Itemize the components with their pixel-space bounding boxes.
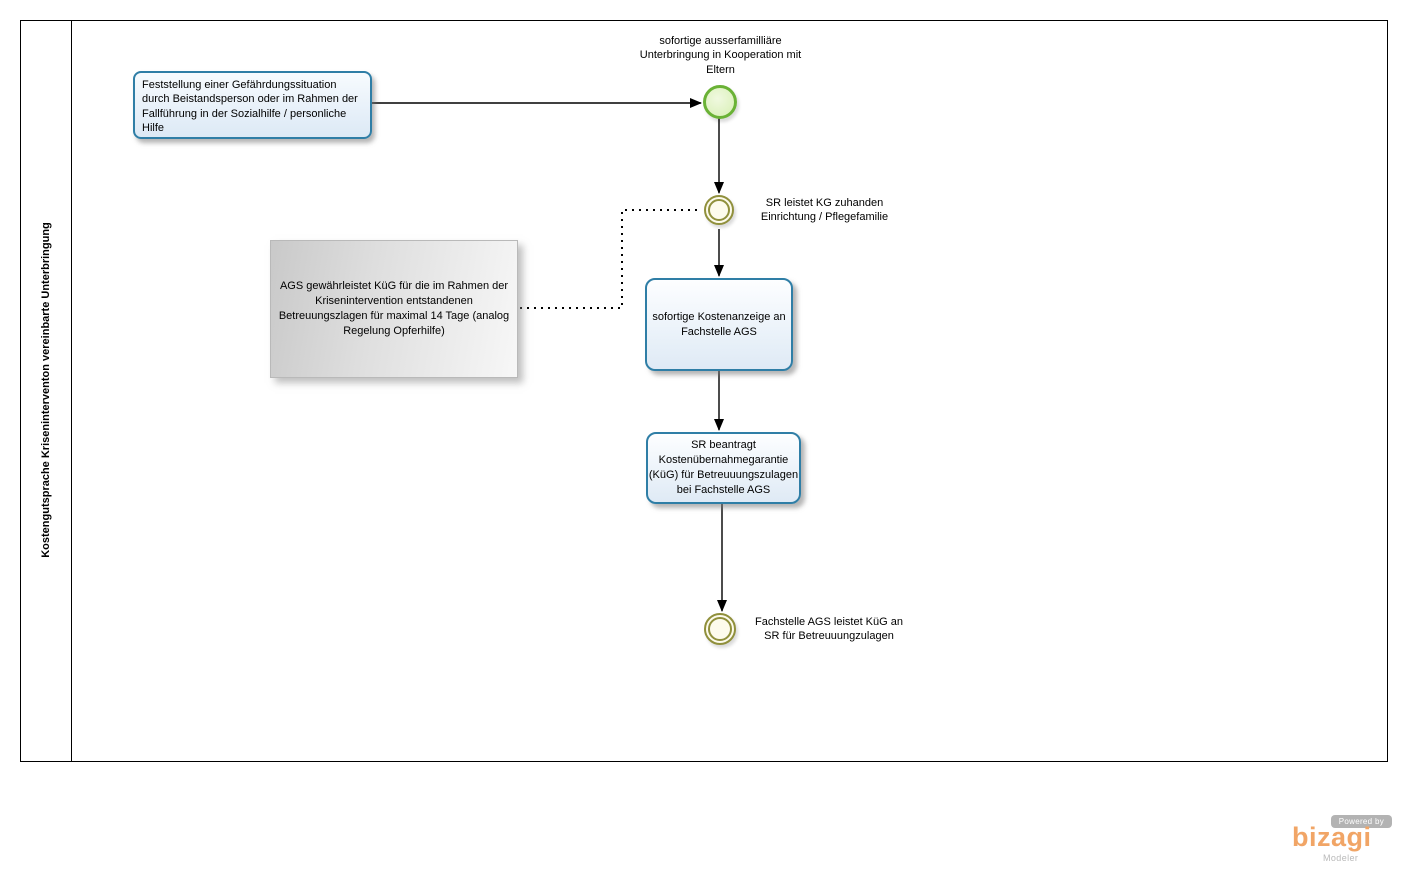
- task-kueg-antrag[interactable]: SR beantragt Kostenübernahmegarantie (Kü…: [646, 432, 801, 504]
- lane-kostengutsprache: Kostengutsprache Kriseninterventon verei…: [21, 20, 71, 760]
- powered-by-badge: Powered by: [1330, 815, 1392, 828]
- end-event-inner-ring: [708, 617, 732, 641]
- bizagi-wordmark: bizagi: [1292, 822, 1372, 852]
- annotation-feststellung[interactable]: Feststellung einer Gefährdungssituation …: [133, 71, 372, 139]
- lane-divider: [71, 20, 72, 761]
- intermediate-event-label: SR leistet KG zuhanden Einrichtung / Pfl…: [760, 197, 889, 224]
- pool-border: [20, 20, 1388, 762]
- intermediate-event-circle[interactable]: [704, 195, 734, 225]
- annotation-ags-kueg[interactable]: AGS gewährleistet KüG für die im Rahmen …: [270, 240, 518, 378]
- modeler-label: Modeler: [1323, 853, 1359, 863]
- intermediate-event-inner-ring: [708, 199, 730, 221]
- bizagi-logo: Powered by bizagi Modeler: [1292, 815, 1394, 867]
- lane-label: Kostengutsprache Kriseninterventon verei…: [40, 222, 52, 558]
- start-event-label: sofortige ausserfamilliäre Unterbringung…: [639, 35, 802, 76]
- end-event-label: Fachstelle AGS leistet KüG an SR für Bet…: [755, 616, 903, 643]
- task-kostenanzeige[interactable]: sofortige Kostenanzeige an Fachstelle AG…: [645, 278, 793, 371]
- start-event-circle[interactable]: [703, 85, 737, 119]
- end-event-circle[interactable]: [704, 613, 736, 645]
